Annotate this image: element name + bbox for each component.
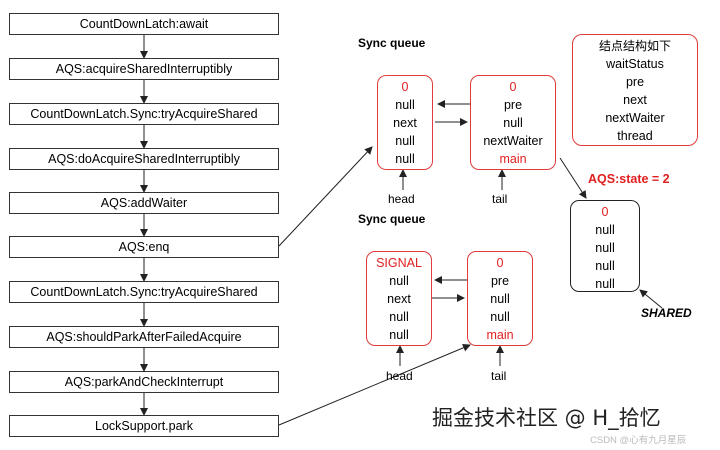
node-field: null [490, 292, 510, 306]
node-field: main [486, 328, 514, 342]
flow-step-await: CountDownLatch:await [9, 13, 279, 35]
node-field: nextWaiter [483, 134, 543, 148]
queue2-tail-node: 0 pre null null main [467, 251, 533, 346]
queue1-to-shared-arrow [559, 157, 587, 199]
flow-step-do-acquire-shared-interruptibly: AQS:doAcquireSharedInterruptibly [9, 148, 279, 170]
legend-title: 结点结构如下 [598, 39, 671, 53]
node-field: null [395, 98, 415, 112]
queue1-tail-node: 0 pre null nextWaiter main [470, 75, 556, 170]
node-field: pre [490, 274, 510, 288]
legend-field: pre [625, 75, 645, 89]
node-field: null [595, 277, 615, 291]
flow-step-lock-support-park: LockSupport.park [9, 415, 279, 437]
node-field: 0 [496, 256, 504, 270]
node-field: null [595, 259, 615, 273]
node-field: null [389, 310, 409, 324]
node-field: next [393, 116, 417, 130]
flow-step-park-and-check: AQS:parkAndCheckInterrupt [9, 371, 279, 393]
queue2-tail-label: tail [491, 369, 507, 383]
node-field: null [395, 152, 415, 166]
node-field: 0 [401, 80, 409, 94]
flow-step-try-acquire-shared-2: CountDownLatch.Sync:tryAcquireShared [9, 281, 279, 303]
enq-to-queue1-arrow [278, 146, 373, 247]
node-field: null [490, 310, 510, 324]
queue1-title: Sync queue [358, 36, 426, 50]
node-field: null [389, 274, 409, 288]
queue1-head-label: head [388, 192, 415, 206]
node-field: null [595, 223, 615, 237]
shared-node: 0 null null null null [570, 200, 640, 292]
flow-step-try-acquire-shared: CountDownLatch.Sync:tryAcquireShared [9, 103, 279, 125]
node-field: null [389, 328, 409, 342]
queue2-title: Sync queue [358, 212, 426, 226]
node-field: 0 [601, 205, 609, 219]
legend-field: thread [617, 129, 653, 143]
queue1-tail-label: tail [492, 192, 508, 206]
queue1-head-node: 0 null next null null [377, 75, 433, 170]
node-field: null [395, 134, 415, 148]
node-structure-legend: 结点结构如下 waitStatus pre next nextWaiter th… [572, 34, 698, 146]
legend-field: nextWaiter [605, 111, 665, 125]
node-field: main [499, 152, 527, 166]
legend-field: next [623, 93, 647, 107]
flow-step-acquire-shared-interruptibly: AQS:acquireSharedInterruptibly [9, 58, 279, 80]
node-field: null [503, 116, 523, 130]
juejin-watermark: 掘金技术社区 @ H_拾忆 [432, 406, 661, 430]
aqs-state-label: AQS:state = 2 [588, 172, 670, 186]
flow-step-should-park: AQS:shouldParkAfterFailedAcquire [9, 326, 279, 348]
flow-step-enq: AQS:enq [9, 236, 279, 258]
node-field: pre [503, 98, 523, 112]
csdn-watermark: CSDN @心有九月星辰 [590, 435, 687, 446]
node-field: SIGNAL [376, 256, 422, 270]
node-field: next [387, 292, 411, 306]
node-field: null [595, 241, 615, 255]
queue2-head-node: SIGNAL null next null null [366, 251, 432, 346]
shared-label: SHARED [641, 306, 692, 320]
park-to-queue2-arrow [278, 344, 471, 426]
queue2-head-label: head [386, 369, 413, 383]
node-field: 0 [509, 80, 517, 94]
flow-step-add-waiter: AQS:addWaiter [9, 192, 279, 214]
shared-pointer [639, 289, 663, 309]
legend-field: waitStatus [606, 57, 664, 71]
